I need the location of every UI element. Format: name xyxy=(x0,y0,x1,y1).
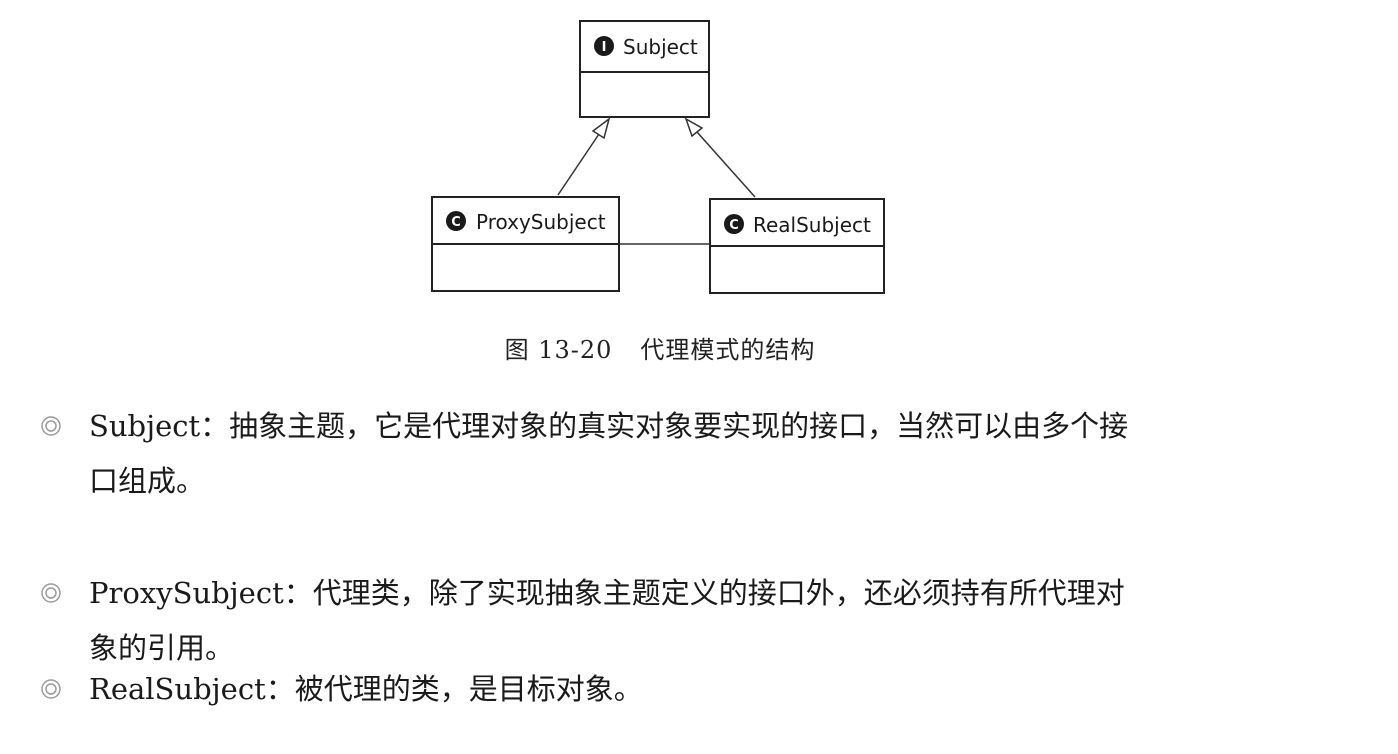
class-name-real-subject: RealSubject xyxy=(753,213,871,237)
list-item-text: ProxySubject：代理类，除了实现抽象主题定义的接口外，还必须持有所代理… xyxy=(89,576,1125,610)
figure-title: 代理模式的结构 xyxy=(640,336,816,364)
class-subject: I Subject xyxy=(579,20,710,118)
class-icon: C xyxy=(724,214,744,234)
double-circle-bullet-icon xyxy=(41,416,61,436)
figure-caption: 图 13-20 代理模式的结构 xyxy=(0,330,1320,365)
figure-number: 图 13-20 xyxy=(504,336,613,364)
realization-real-to-subject xyxy=(684,117,756,198)
double-circle-bullet-icon xyxy=(41,679,61,699)
class-icon: C xyxy=(446,211,466,231)
list-item: Subject：抽象主题，它是代理对象的真实对象要实现的接口，当然可以由多个接 … xyxy=(40,399,1380,509)
list-item-text-cont: 口组成。 xyxy=(89,464,206,498)
svg-text:C: C xyxy=(451,215,461,230)
list-item: ProxySubject：代理类，除了实现抽象主题定义的接口外，还必须持有所代理… xyxy=(40,566,1380,676)
interface-icon: I xyxy=(594,36,614,56)
class-proxy-subject: C ProxySubject xyxy=(431,196,620,292)
list-item-text: Subject：抽象主题，它是代理对象的真实对象要实现的接口，当然可以由多个接 xyxy=(89,409,1129,443)
double-circle-bullet-icon xyxy=(41,583,61,603)
list-item-text: RealSubject：被代理的类，是目标对象。 xyxy=(89,672,643,706)
class-real-subject: C RealSubject xyxy=(709,198,885,294)
list-item-text-cont: 象的引用。 xyxy=(89,631,235,665)
realization-proxy-to-subject xyxy=(557,117,611,196)
svg-text:C: C xyxy=(729,218,739,233)
list-item: RealSubject：被代理的类，是目标对象。 xyxy=(40,662,1380,717)
uml-class-diagram: I Subject C ProxySubject C RealSubject xyxy=(431,20,885,294)
class-name-proxy-subject: ProxySubject xyxy=(476,210,606,234)
svg-text:I: I xyxy=(602,40,607,55)
class-name-subject: Subject xyxy=(623,35,698,59)
